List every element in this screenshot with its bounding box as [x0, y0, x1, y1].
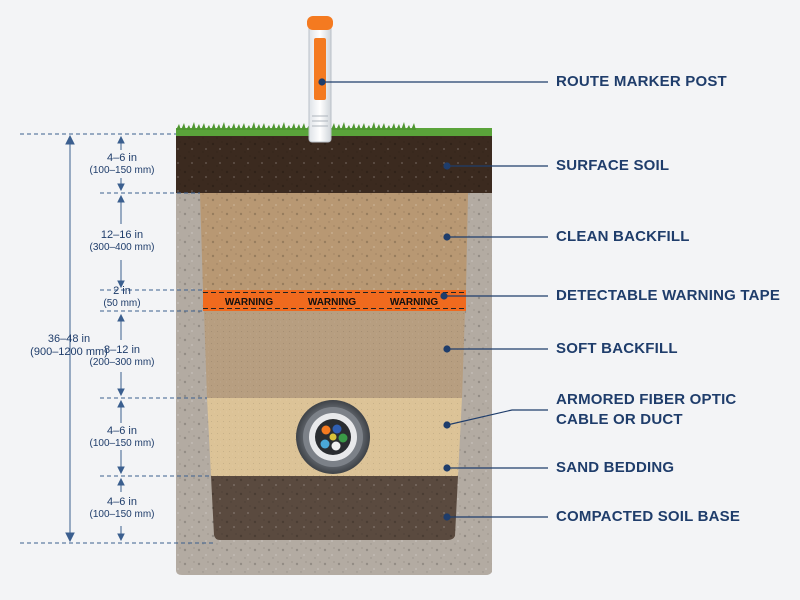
label-clean-backfill: CLEAN BACKFILL [556, 228, 690, 245]
dimension-lines [20, 133, 214, 544]
label-soft-backfill: SOFT BACKFILL [556, 340, 678, 357]
label-route-marker-post: ROUTE MARKER POST [556, 73, 727, 90]
label-compacted-soil-base: COMPACTED SOIL BASE [556, 508, 741, 525]
depth-label-soft-backfill: 8–12 in (200–300 mm) [89, 344, 155, 368]
depth-label-surface-soil: 4–6 in (100–150 mm) [89, 152, 155, 176]
label-armored-fiber-optic-cable: ARMORED FIBER OPTIC CABLE OR DUCT [556, 391, 737, 428]
warning-tape-text: WARNING [308, 297, 357, 308]
total-depth-label: 36–48 in (900–1200 mm) [30, 333, 108, 358]
warning-tape-text: WARNING [225, 297, 274, 308]
warning-tape-text: WARNING [390, 297, 439, 308]
fiber-optic-duct [296, 400, 370, 474]
label-sand-bedding: SAND BEDDING [556, 459, 675, 476]
depth-label-compacted-base: 4–6 in (100–150 mm) [89, 496, 155, 520]
depth-label-clean-backfill: 12–16 in (300–400 mm) [89, 229, 155, 253]
label-surface-soil: SURFACE SOIL [556, 157, 670, 174]
route-marker-post [307, 16, 333, 143]
depth-label-warning-tape: 2 in (50 mm) [103, 285, 141, 309]
grass [176, 122, 492, 136]
label-detectable-warning-tape: DETECTABLE WARNING TAPE [556, 287, 781, 304]
warning-tape [203, 290, 466, 311]
callout-leaders [318, 78, 548, 521]
depth-label-cable: 4–6 in (100–150 mm) [89, 425, 155, 449]
